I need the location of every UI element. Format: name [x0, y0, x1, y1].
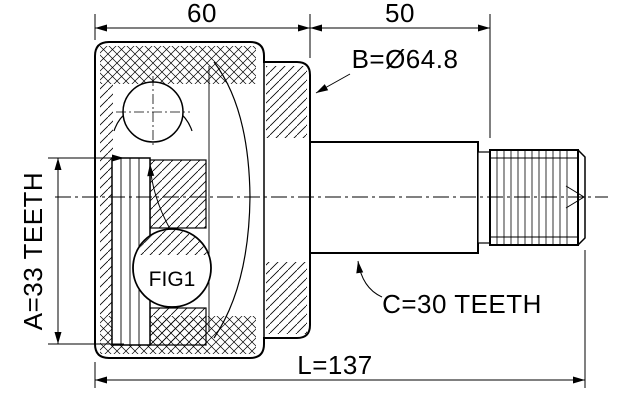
dim-60	[94, 14, 311, 58]
dim-l	[94, 250, 586, 388]
shaft	[309, 141, 586, 254]
inner-race-bottom-block	[149, 307, 207, 346]
ball-assembly	[113, 76, 193, 148]
spline-section	[489, 149, 579, 246]
dim-a-label: A=33 TEETH	[18, 172, 48, 330]
mouth-curve-top	[213, 61, 251, 198]
dim-50	[310, 14, 491, 138]
spline-teeth-lines	[496, 150, 568, 245]
shaft-end-chamfer	[577, 149, 586, 246]
groove-ring	[477, 151, 491, 244]
inner-race-top-block	[149, 159, 207, 229]
dim-c-leader	[356, 260, 383, 298]
dim-50-label: 50	[385, 0, 415, 28]
shaft-body	[309, 141, 479, 254]
fig1-label: FIG1	[149, 268, 196, 291]
dim-60-label: 60	[187, 0, 217, 28]
dim-a	[48, 154, 124, 345]
hatch-left-band	[100, 84, 113, 316]
dim-c-label: C=30 TEETH	[382, 289, 542, 319]
dim-b-leader	[315, 73, 351, 94]
dim-b-label: B=Ø64.8	[352, 44, 459, 74]
hatch-step-bottom	[266, 262, 307, 334]
hatch-top-band	[100, 46, 256, 84]
hatch-step-top	[266, 66, 307, 138]
mouth-curve-bottom	[213, 196, 251, 339]
dim-l-label: L=137	[297, 350, 373, 380]
fig1-leader	[147, 163, 171, 230]
